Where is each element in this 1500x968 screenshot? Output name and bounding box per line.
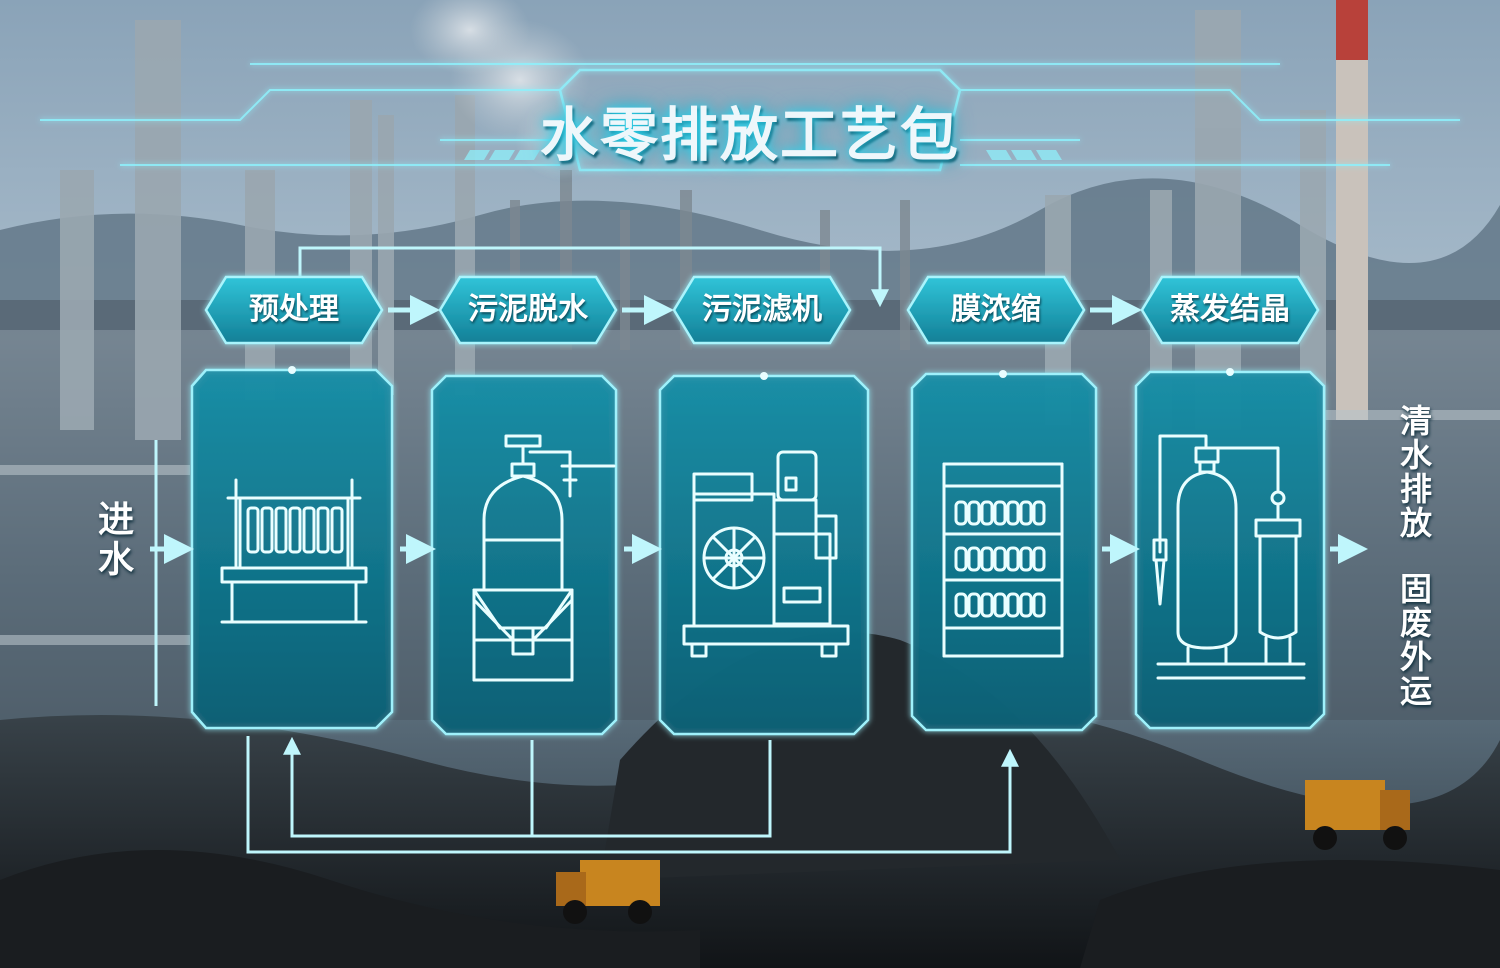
stage-label-evaporative-crystallization: 蒸发结晶 <box>1142 277 1318 343</box>
stage-label-pretreatment: 预处理 <box>206 277 382 343</box>
stage-label-membrane-concentration: 膜浓缩 <box>908 277 1084 343</box>
stage-label-sludge-dewatering: 污泥脱水 <box>440 277 616 343</box>
solid-waste-outlet-label: 固废外运 <box>1394 572 1434 708</box>
clean-water-outlet-label: 清水排放 <box>1394 404 1434 540</box>
inlet-label: 进水 <box>90 500 134 580</box>
page-title: 水零排放工艺包 <box>0 88 1500 172</box>
panel-pretreatment[interactable] <box>192 366 392 728</box>
stage-label-sludge-filter: 污泥滤机 <box>674 277 850 343</box>
